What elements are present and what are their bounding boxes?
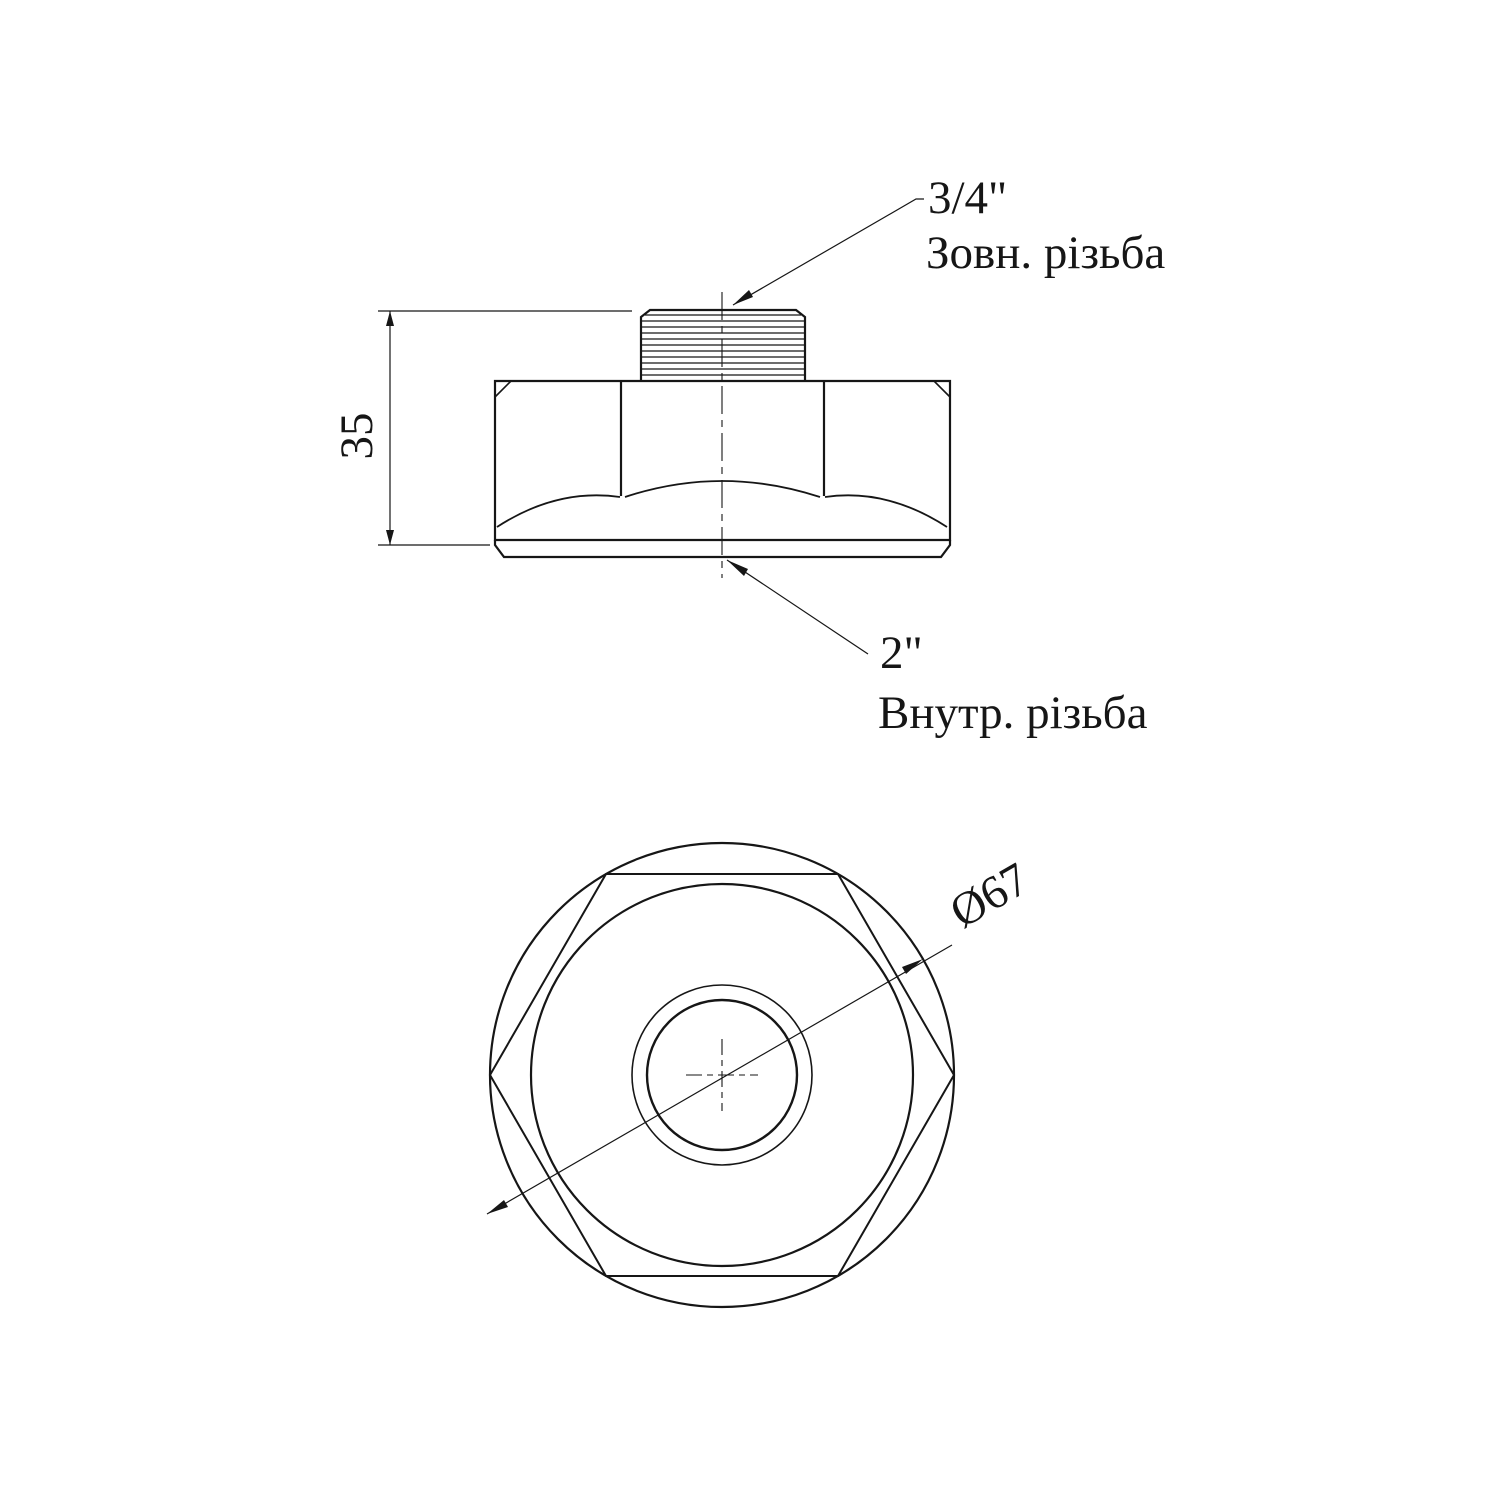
- callout-outer-thread: 3/4" Зовн. різьба: [732, 172, 1165, 306]
- diameter-leader-line: [486, 944, 953, 1215]
- hexagon-flats: [488, 873, 956, 1277]
- hex-face-edges: [619, 381, 826, 496]
- outer-thread-type-label: Зовн. різьба: [926, 227, 1165, 279]
- diameter-dimension: Ø67: [486, 853, 1038, 1215]
- bottom-collar: [493, 540, 952, 559]
- callout-inner-thread: 2" Внутр. різьба: [726, 559, 1148, 739]
- plan-view: [488, 841, 956, 1309]
- dimension-arrow-down: [386, 530, 394, 545]
- diameter-arrow-lower: [487, 1200, 508, 1214]
- leader-line-outer-thread: [732, 198, 924, 306]
- height-dimension-label: 35: [331, 413, 383, 460]
- inner-thread-type-label: Внутр. різьба: [878, 687, 1148, 739]
- thread-stub-outline: [639, 308, 807, 381]
- dimension-arrow-up: [386, 311, 394, 326]
- leader-arrow-outer-thread: [733, 290, 753, 305]
- center-cross: [686, 1039, 758, 1111]
- hex-face-arcs: [496, 480, 948, 528]
- body-corner-chamfers: [494, 380, 951, 398]
- diameter-label: Ø67: [942, 853, 1038, 939]
- inner-thread-size-label: 2": [880, 627, 923, 679]
- height-dimension: 35: [331, 310, 632, 546]
- side-view: [493, 292, 952, 578]
- thread-minor-circle: [645, 998, 799, 1152]
- thread-major-circle: [631, 984, 813, 1166]
- thread-hatching: [641, 314, 805, 376]
- leader-line-inner-thread: [726, 559, 869, 655]
- leader-arrow-inner-thread: [727, 560, 748, 576]
- diameter-arrow-upper: [902, 959, 923, 974]
- outer-thread-size-label: 3/4": [928, 172, 1007, 224]
- chamfer-circle: [529, 882, 915, 1268]
